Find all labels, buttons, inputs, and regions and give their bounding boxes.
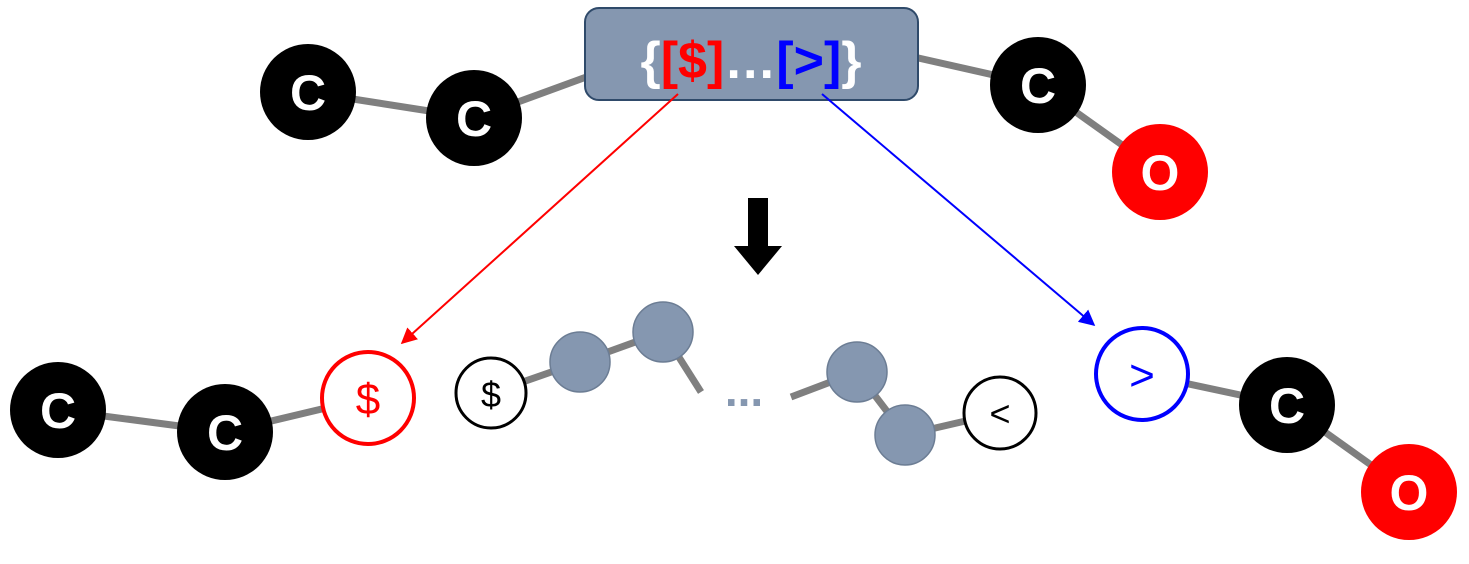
svg-text:C: C [456, 91, 492, 147]
right-bracket-close: ] [824, 32, 841, 90]
svg-text:O: O [1390, 465, 1429, 521]
stochastic-object-box: {[$]…[>]} [584, 7, 919, 101]
down-arrow-icon [734, 198, 782, 275]
svg-text:$: $ [481, 374, 501, 415]
right-bracket-open: [ [776, 32, 793, 90]
carbon-atom: C [177, 384, 273, 480]
oxygen-atom: O [1361, 444, 1457, 540]
repeat-bead [549, 331, 611, 393]
end-descriptor-less-than: < [962, 375, 1038, 451]
left-bracket-open: [ [661, 32, 678, 90]
blue-mapping-arrow [821, 93, 1096, 327]
brace-close: } [841, 32, 861, 90]
repeat-bead [874, 404, 936, 466]
svg-text:O: O [1141, 145, 1180, 201]
left-bonding-descriptor: $ [678, 32, 707, 90]
svg-text:C: C [207, 405, 243, 461]
repeat-bead [632, 301, 694, 363]
carbon-atom: C [990, 37, 1086, 133]
right-bonding-descriptor: > [794, 32, 824, 90]
red-mapping-arrow [400, 93, 679, 345]
bottom-right-molecule: > C O [1094, 326, 1457, 540]
brace-open: { [640, 32, 660, 90]
left-bracket-close: ] [707, 32, 724, 90]
svg-text:C: C [1269, 378, 1305, 434]
svg-text:$: $ [356, 375, 380, 424]
repeat-bead [826, 341, 888, 403]
svg-text:C: C [40, 383, 76, 439]
bottom-left-molecule: C C $ [10, 350, 416, 480]
svg-text:{[$]…[>]}: {[$]…[>]} [640, 32, 861, 90]
svg-text:>: > [1129, 351, 1155, 400]
oxygen-atom: O [1112, 124, 1208, 220]
svg-text:C: C [290, 65, 326, 121]
start-descriptor-dollar: $ [454, 356, 528, 430]
carbon-atom: C [426, 70, 522, 166]
svg-text:C: C [1020, 58, 1056, 114]
carbon-atom: C [1239, 357, 1335, 453]
carbon-atom: C [10, 362, 106, 458]
end-group-greater-than: > [1094, 326, 1190, 422]
box-ellipsis: … [724, 32, 776, 90]
svg-text:<: < [989, 393, 1010, 434]
end-group-dollar: $ [320, 350, 416, 446]
top-molecule: C C C O [260, 37, 1208, 220]
repeat-ellipsis: ... [725, 364, 763, 416]
carbon-atom: C [260, 44, 356, 140]
repeat-unit: $ ... < [454, 301, 1038, 466]
